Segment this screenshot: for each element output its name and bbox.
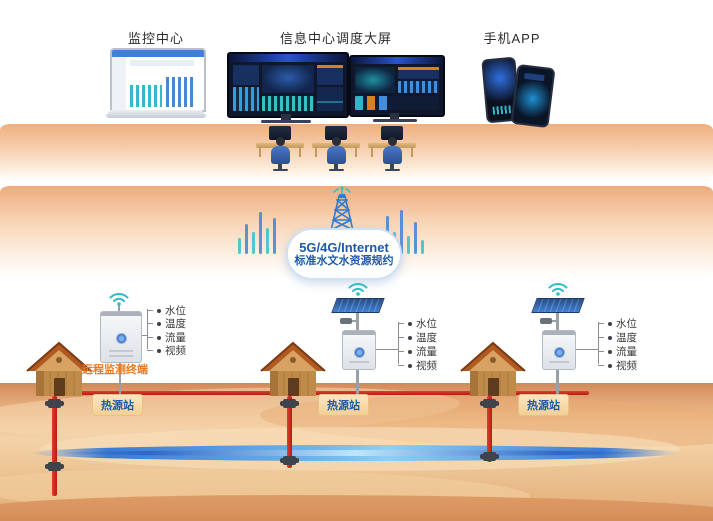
dashboard-screen-right — [349, 55, 445, 117]
metric-label: 流量 — [616, 346, 637, 358]
metric-label: 温度 — [416, 332, 437, 344]
metric-item: 温度 — [398, 330, 437, 345]
dashboard-screen-left — [227, 52, 349, 118]
geothermal-pipe-2 — [287, 396, 292, 468]
metric-item: 视频 — [398, 358, 437, 373]
surface-pipe — [52, 391, 589, 395]
station-badge: 热源站 — [518, 394, 569, 416]
metric-item: 温度 — [147, 316, 186, 331]
rtu-cabinet — [342, 330, 376, 370]
heat-station-house-icon — [260, 341, 326, 396]
wifi-icon — [109, 293, 129, 306]
metric-item: 水位 — [598, 316, 637, 331]
metric-item: 温度 — [598, 330, 637, 345]
network-protocol-line2: 标准水文水资源规约 — [294, 255, 394, 267]
valve-icon — [45, 399, 64, 408]
phone-icon-right — [510, 63, 556, 129]
bullet-icon — [608, 321, 612, 326]
metric-item: 流量 — [398, 344, 437, 359]
bullet-icon — [157, 321, 161, 326]
cabinet-led-icon — [354, 346, 365, 358]
metric-label: 流量 — [416, 346, 437, 358]
bullet-icon — [157, 348, 161, 353]
cabinet-led-icon — [554, 346, 565, 358]
laptop-icon — [104, 48, 208, 124]
operator-figure — [368, 126, 416, 176]
metric-item: 流量 — [598, 344, 637, 359]
metric-item: 视频 — [147, 343, 186, 358]
ground-layers — [0, 383, 713, 521]
solar-panel-icon — [531, 298, 585, 313]
network-protocol-line1: 5G/4G/Internet — [299, 240, 389, 255]
signal-bars-left — [238, 196, 276, 254]
valve-icon — [280, 399, 299, 408]
geothermal-pipe-3 — [487, 396, 492, 462]
metric-label: 水位 — [616, 318, 637, 330]
bullet-icon — [408, 335, 412, 340]
metric-label: 流量 — [165, 332, 186, 344]
bullet-icon — [408, 363, 412, 368]
valve-icon — [45, 462, 64, 471]
rtu-cabinet — [100, 311, 142, 363]
bullet-icon — [608, 363, 612, 368]
bullet-icon — [157, 308, 161, 313]
bullet-icon — [608, 335, 612, 340]
bullet-icon — [608, 349, 612, 354]
valve-icon — [480, 399, 499, 408]
metric-label: 视频 — [165, 345, 186, 357]
valve-icon — [480, 452, 499, 461]
metric-label: 水位 — [165, 305, 186, 317]
cabinet-led-icon — [116, 333, 127, 344]
metric-item: 流量 — [147, 330, 186, 345]
metric-item: 水位 — [147, 303, 186, 318]
heat-station-house-icon — [26, 341, 92, 396]
person-icon — [388, 137, 397, 146]
solar-panel-icon — [331, 298, 385, 313]
label-monitoring-center: 监控中心 — [127, 31, 184, 46]
bullet-icon — [408, 349, 412, 354]
metric-label: 视频 — [416, 360, 437, 372]
metric-item: 视频 — [598, 358, 637, 373]
geothermal-pipe-1 — [52, 396, 57, 496]
operator-figure — [312, 126, 360, 176]
remote-terminal-label: 远程监测终端 — [82, 364, 148, 376]
bullet-icon — [157, 335, 161, 340]
laptop-screen — [110, 48, 206, 112]
network-cloud: 5G/4G/Internet 标准水文水资源规约 — [286, 228, 402, 280]
station-badge: 热源站 — [92, 394, 143, 416]
label-mobile-app: 手机APP — [483, 31, 541, 46]
metric-label: 水位 — [416, 318, 437, 330]
camera-icon — [340, 318, 352, 324]
wifi-icon — [348, 283, 368, 296]
operator-figure — [256, 126, 304, 176]
station-badge: 热源站 — [318, 394, 369, 416]
valve-icon — [280, 456, 299, 465]
person-icon — [276, 137, 285, 146]
wifi-icon — [548, 283, 568, 296]
metric-label: 温度 — [165, 318, 186, 330]
bullet-icon — [408, 321, 412, 326]
label-info-center: 信息中心调度大屏 — [279, 31, 392, 46]
metric-item: 水位 — [398, 316, 437, 331]
rtu-cabinet — [542, 330, 576, 370]
heat-station-house-icon — [460, 341, 526, 396]
metric-label: 视频 — [616, 360, 637, 372]
metric-label: 温度 — [616, 332, 637, 344]
person-icon — [332, 137, 341, 146]
camera-icon — [540, 318, 552, 324]
